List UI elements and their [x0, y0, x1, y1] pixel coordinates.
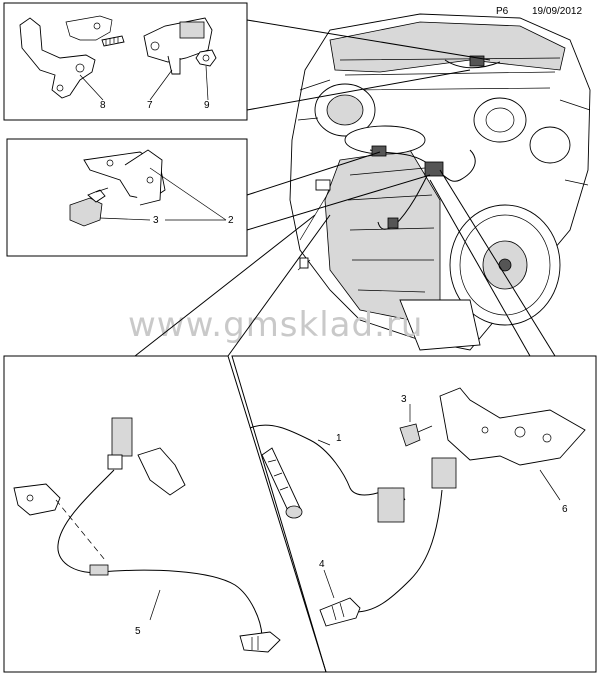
callout-1: 1: [336, 433, 342, 444]
part-5-sensor-harness: [13, 417, 281, 653]
callout-9: 9: [204, 100, 210, 111]
bolt: [101, 35, 125, 47]
watermark: www.gmsklad.ru: [128, 305, 423, 345]
part-2-bracket: [83, 149, 166, 206]
callout-4: 4: [319, 559, 325, 570]
engine-illustration: [289, 13, 591, 351]
part-6-bracket: [439, 387, 586, 501]
part-1-oxygen-sensor: [249, 424, 406, 523]
callout-2: 2: [228, 215, 234, 226]
part-3-sensor-right: [399, 404, 433, 447]
part-3-sensor-left: [69, 187, 109, 227]
part-7-sensor: [143, 17, 213, 75]
part-4-sensor-harness: [319, 457, 457, 627]
callout-3-left: 3: [153, 215, 159, 226]
detail-frame-middle: [6, 138, 431, 257]
callout-3-right: 3: [401, 394, 407, 405]
callout-7: 7: [147, 100, 153, 111]
callout-6: 6: [562, 504, 568, 515]
callout-leaders-middle: [99, 167, 227, 221]
page-code: P6: [496, 6, 509, 17]
callout-5: 5: [135, 626, 141, 637]
detail-frame-top: [3, 2, 491, 121]
detail-frame-bottom-right: [231, 169, 597, 673]
part-9-nut: [195, 49, 217, 67]
callout-leaders-top: [79, 65, 209, 101]
page-date: 19/09/2012: [532, 6, 583, 17]
detail-frame-bottom-left: [3, 214, 331, 673]
part-8-bracket: [19, 15, 113, 99]
callout-8: 8: [100, 100, 106, 111]
